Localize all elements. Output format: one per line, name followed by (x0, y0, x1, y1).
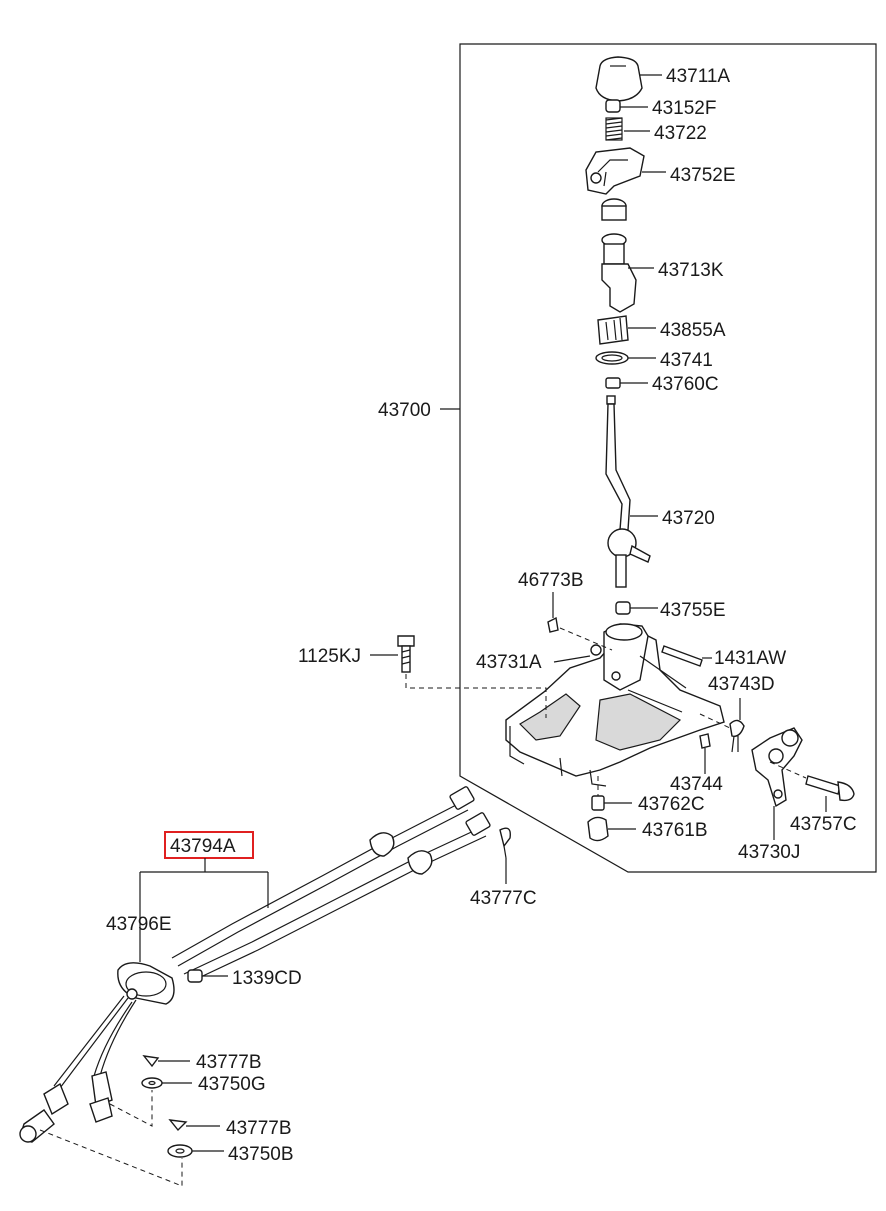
shift-knob[interactable] (595, 56, 643, 102)
cotter-pin-43777C[interactable] (499, 827, 511, 859)
pivot-cap[interactable] (615, 601, 631, 615)
lever-rod[interactable] (605, 395, 651, 588)
boot-retainer[interactable] (585, 147, 645, 195)
label-43755E: 43755E (660, 600, 726, 621)
ring[interactable] (595, 351, 629, 365)
label-43720: 43720 (662, 508, 715, 529)
label-43761B: 43761B (642, 820, 708, 841)
label-43855A: 43855A (660, 320, 726, 341)
washer-43750B[interactable] (167, 1144, 193, 1158)
highlight-box-43794A (164, 831, 254, 859)
spring-clip-43743D[interactable] (729, 719, 745, 753)
label-43750G: 43750G (198, 1074, 266, 1095)
label-1125KJ: 1125KJ (298, 646, 361, 667)
clip-46773B[interactable] (547, 616, 559, 633)
label-43760C: 43760C (652, 374, 719, 395)
pin-43744[interactable] (699, 733, 711, 749)
label-1339CD: 1339CD (232, 968, 302, 989)
assembly-boundary (459, 43, 877, 873)
knob-nut[interactable] (605, 99, 621, 113)
label-43777C: 43777C (470, 888, 537, 909)
label-43762C: 43762C (638, 794, 705, 815)
label-43744: 43744 (670, 774, 723, 795)
washer-43750G[interactable] (141, 1077, 163, 1089)
label-43152F: 43152F (652, 98, 716, 119)
label-46773B: 46773B (518, 570, 584, 591)
lever-upper[interactable] (601, 198, 637, 313)
label-43777B-lower: 43777B (226, 1118, 292, 1139)
label-43730J: 43730J (738, 842, 800, 863)
shifter-base[interactable] (505, 623, 725, 787)
bushing[interactable] (597, 315, 629, 345)
label-43722: 43722 (654, 123, 707, 144)
label-43731A: 43731A (476, 652, 542, 673)
label-43796E: 43796E (106, 914, 172, 935)
small-cap[interactable] (605, 377, 621, 389)
label-43743D: 43743D (708, 674, 775, 695)
label-43700: 43700 (378, 400, 431, 421)
label-43711A: 43711A (666, 66, 730, 87)
label-43794A: 43794A (170, 836, 236, 857)
clip-43777B-upper[interactable] (142, 1055, 160, 1068)
pin-1431AW[interactable] (661, 645, 703, 667)
shift-cable-assembly[interactable] (19, 786, 491, 1143)
label-43752E: 43752E (670, 165, 736, 186)
bolt-1125KJ[interactable] (397, 635, 415, 673)
label-43750B: 43750B (228, 1144, 294, 1165)
bushing-43761B[interactable] (587, 816, 609, 842)
label-43777B-upper: 43777B (196, 1052, 262, 1073)
bolt-43757C[interactable] (805, 775, 855, 802)
spring[interactable] (605, 117, 623, 141)
nut-1339CD[interactable] (187, 969, 203, 983)
label-1431AW: 1431AW (714, 648, 786, 669)
clip-43777B-lower[interactable] (168, 1119, 188, 1132)
select-lever[interactable] (751, 727, 803, 808)
bushing-43762C[interactable] (591, 795, 605, 811)
label-43741: 43741 (660, 350, 713, 371)
label-43713K: 43713K (658, 260, 724, 281)
label-43757C: 43757C (790, 814, 857, 835)
